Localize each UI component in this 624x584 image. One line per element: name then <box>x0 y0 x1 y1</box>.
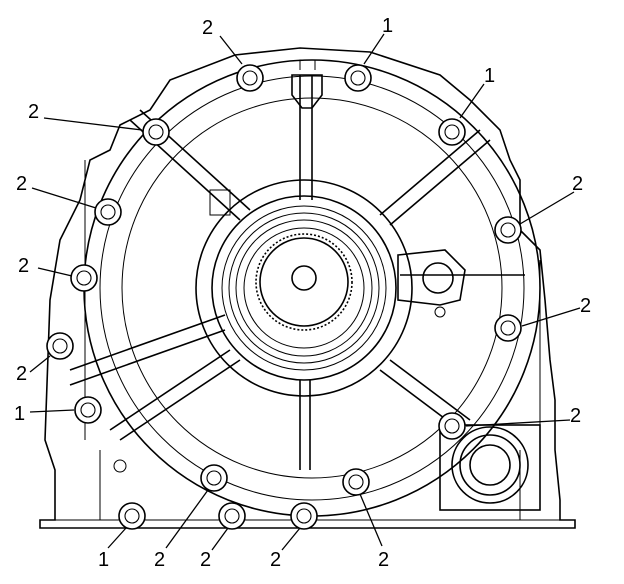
callout-label: 2 <box>16 363 27 385</box>
callout-label: 2 <box>200 549 211 571</box>
bolt <box>142 118 170 146</box>
callout-label: 2 <box>270 549 281 571</box>
bolt <box>236 64 264 92</box>
bolt <box>494 314 522 342</box>
right-boss <box>397 249 466 306</box>
callout-label: 2 <box>16 173 27 195</box>
housing <box>39 47 576 529</box>
bolt <box>290 502 318 530</box>
callout-label: 1 <box>98 549 109 571</box>
bolt <box>94 198 122 226</box>
bolt <box>113 459 127 473</box>
callout-label: 2 <box>580 295 591 317</box>
callout-label: 2 <box>378 549 389 571</box>
bolt <box>342 468 370 496</box>
callout-label: 2 <box>18 255 29 277</box>
bolt <box>344 64 372 92</box>
callout-label: 2 <box>154 549 165 571</box>
callout-label: 2 <box>202 17 213 39</box>
callout-label: 1 <box>14 403 25 425</box>
bolt <box>434 306 446 318</box>
bolts <box>46 64 522 530</box>
bolt <box>438 412 466 440</box>
bolt <box>494 216 522 244</box>
top-tab <box>291 59 323 109</box>
bolt <box>74 396 102 424</box>
bolt <box>200 464 228 492</box>
ribs <box>69 75 525 470</box>
leader-lines <box>29 33 581 551</box>
bolt <box>438 118 466 146</box>
callout-label: 2 <box>28 101 39 123</box>
bolt <box>70 264 98 292</box>
callout-label: 2 <box>572 173 583 195</box>
callout-labels: 2 1 1 2 2 2 2 2 2 2 1 2 1 2 2 2 2 <box>14 15 591 571</box>
bolt <box>218 502 246 530</box>
central-hub <box>195 179 413 397</box>
bolt <box>46 332 74 360</box>
callout-label: 1 <box>484 65 495 87</box>
callout-label: 1 <box>382 15 393 37</box>
bolt <box>118 502 146 530</box>
callout-label: 2 <box>570 405 581 427</box>
